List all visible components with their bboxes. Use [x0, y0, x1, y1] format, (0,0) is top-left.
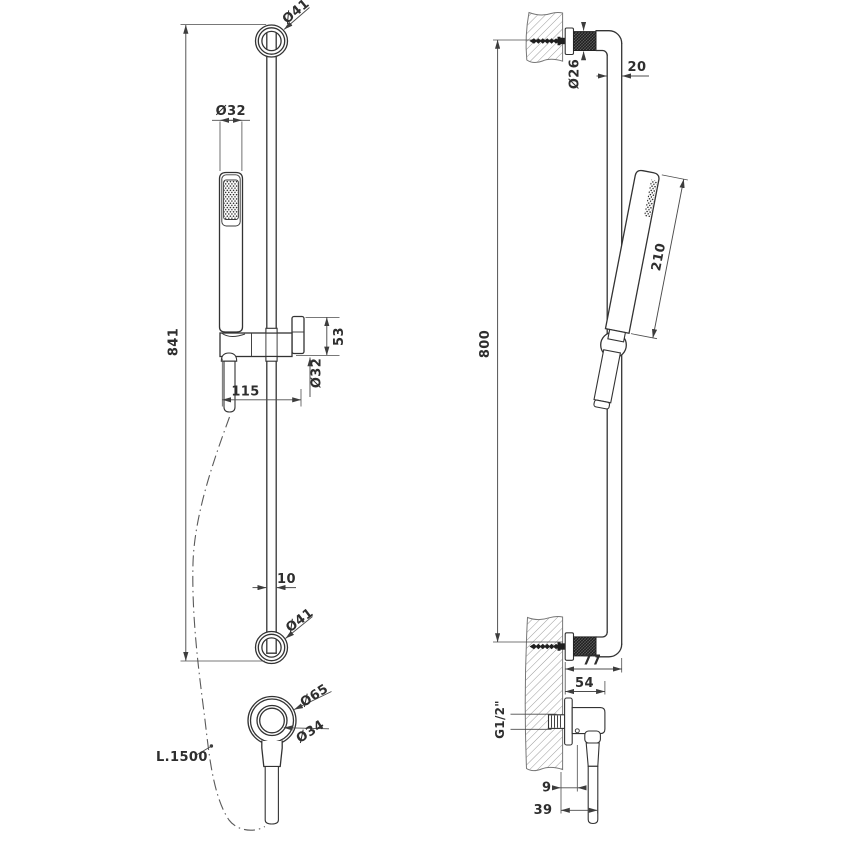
dim-front-knob-height: 53 [296, 316, 347, 356]
dim-label-39: 39 [534, 803, 553, 818]
side-water-outlet [547, 697, 606, 825]
dim-side-rail-depth: 20 [596, 60, 649, 79]
dim-label-800: 800 [478, 330, 493, 358]
front-view: 841 Ø32 115 53 Ø32 [156, 0, 347, 831]
dim-label-210: 210 [649, 242, 669, 273]
front-handle [220, 352, 238, 413]
dim-label-9: 9 [542, 781, 551, 796]
side-view: 800 Ø26 [478, 11, 688, 825]
dim-label-53: 53 [332, 327, 347, 346]
side-top-bracket [564, 27, 597, 56]
dim-label-34: Ø34 [294, 718, 328, 747]
side-bottom-bracket [564, 632, 597, 661]
dim-front-outlet-outer-dia: Ø65 [293, 682, 332, 711]
dim-side-bracket-dia: Ø26 [568, 21, 587, 89]
dim-side-thread: G1/2" [493, 700, 557, 739]
dim-front-handshower-dia: Ø32 [212, 104, 250, 171]
front-top-bracket [254, 24, 289, 58]
dim-label-hose: L.1500 [156, 750, 208, 765]
dim-label-10: 10 [277, 572, 296, 587]
dim-front-slider-dia: Ø32 [307, 357, 324, 397]
dim-label-115: 115 [231, 385, 259, 400]
dim-front-top-bracket-dia: Ø41 [280, 0, 313, 30]
dim-label-65: Ø65 [298, 682, 332, 711]
dim-side-outlet-offset: 9 [542, 745, 587, 814]
dim-side-outlet-height: 39 [534, 800, 598, 818]
dim-label-77: 77 [583, 654, 602, 669]
front-slider [219, 315, 305, 362]
dim-label-thread: G1/2" [493, 700, 507, 739]
front-water-outlet [247, 695, 297, 825]
dim-label-bottom-41: Ø41 [283, 606, 316, 636]
dim-label-top-41: Ø41 [280, 0, 313, 27]
dim-front-total-height: 841 [167, 24, 267, 662]
dim-label-head-dia: Ø32 [216, 104, 246, 119]
dim-label-54: 54 [575, 676, 594, 691]
dim-label-slider-dia: Ø32 [309, 358, 324, 388]
dim-front-bottom-bracket-dia: Ø41 [283, 606, 317, 639]
front-handshower [218, 171, 244, 333]
dim-front-rail-dia: 10 [252, 572, 296, 591]
wall-top [525, 11, 564, 63]
dim-label-841: 841 [167, 328, 182, 356]
dim-side-bracket-distance: 800 [478, 39, 563, 643]
wall-bottom [524, 615, 564, 772]
dim-label-20: 20 [628, 60, 647, 75]
dim-side-handshower-length: 210 [630, 174, 688, 340]
dim-front-hose-length: L.1500 [156, 744, 214, 765]
dim-side-outlet-depth: 54 [565, 676, 606, 695]
dim-side-wall-clearance: 77 [564, 654, 623, 695]
side-handshower: 210 [593, 169, 688, 410]
dim-label-26: Ø26 [568, 59, 583, 89]
spray-face [224, 180, 238, 219]
front-bottom-bracket [254, 630, 289, 665]
dim-front-slider-width: 115 [221, 358, 302, 407]
front-hose [192, 416, 266, 831]
